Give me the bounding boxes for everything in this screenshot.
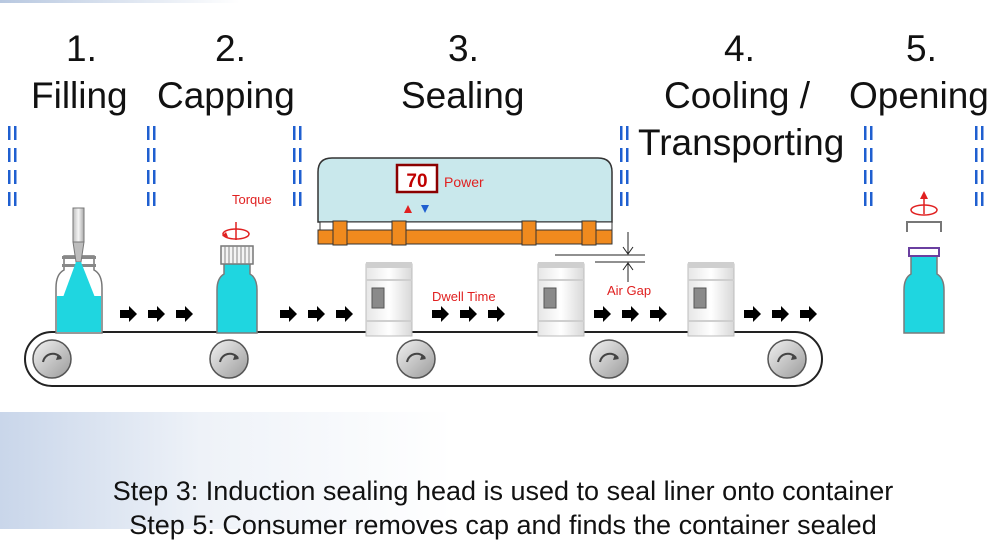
flow-arrow-icon (800, 306, 817, 322)
flow-arrow-icon (432, 306, 449, 322)
power-up-arrow-icon (404, 205, 412, 213)
step-5-number: 5. (906, 28, 937, 69)
conveyor-roller (209, 339, 249, 379)
conveyor-roller (767, 339, 807, 379)
capping-bottle (216, 245, 258, 334)
torque-rotation-icon (222, 222, 250, 240)
power-down-arrow-icon (421, 205, 429, 213)
air-gap-label: Air Gap (607, 283, 651, 298)
conveyor-roller (589, 339, 629, 379)
step-4-name-line2: Transporting (638, 122, 845, 163)
sealed-container (687, 261, 735, 337)
sealing-head (317, 157, 613, 246)
filling-nozzle (62, 207, 96, 300)
step-2-number: 2. (215, 28, 246, 69)
section-divider-1 (8, 126, 17, 206)
flow-arrow-icon (772, 306, 789, 322)
caption-background (0, 412, 1006, 529)
flow-arrow-icon (308, 306, 325, 322)
flow-arrow-icon (460, 306, 477, 322)
step-3-name: Sealing (401, 75, 525, 116)
flow-arrow-icon (148, 306, 165, 322)
process-diagram: Torque 70 Power Dwell Time Air Gap (8, 126, 984, 387)
flow-arrow-icon (744, 306, 761, 322)
section-divider-2 (147, 126, 156, 206)
flow-arrow-icon (280, 306, 297, 322)
conveyor-roller (396, 339, 436, 379)
sealed-container (537, 261, 585, 337)
sealed-container (365, 261, 413, 337)
section-divider-3 (293, 126, 302, 206)
flow-arrow-icon (622, 306, 639, 322)
torque-label: Torque (232, 192, 272, 207)
conveyor-belt (24, 331, 823, 387)
flow-arrow-icon (594, 306, 611, 322)
power-value: 70 (406, 171, 427, 192)
power-display: 70 (395, 163, 439, 194)
step-4-number: 4. (724, 28, 755, 69)
power-label: Power (444, 174, 484, 190)
conveyor-roller (32, 339, 72, 379)
unscrew-rotation-icon (910, 191, 938, 216)
air-gap-indicator (555, 232, 645, 282)
step-2-name: Capping (157, 75, 295, 116)
section-divider-5 (864, 126, 873, 206)
step-1-number: 1. (66, 28, 97, 69)
top-accent-bar (0, 0, 240, 3)
flow-arrow-icon (650, 306, 667, 322)
section-divider-4 (620, 126, 629, 206)
removed-cap (906, 221, 942, 232)
step-4-name: Cooling / (664, 75, 811, 116)
step-1-name: Filling (31, 75, 128, 116)
flow-arrow-icon (488, 306, 505, 322)
opened-bottle (903, 247, 945, 334)
step-3-number: 3. (448, 28, 479, 69)
flow-arrow-icon (120, 306, 137, 322)
flow-arrow-icon (336, 306, 353, 322)
caption-step-5: Step 5: Consumer removes cap and finds t… (129, 510, 877, 540)
caption-step-3: Step 3: Induction sealing head is used t… (112, 476, 894, 506)
section-divider-6 (975, 126, 984, 206)
dwell-time-label: Dwell Time (432, 289, 496, 304)
flow-arrow-icon (176, 306, 193, 322)
step-5-name: Opening (849, 75, 989, 116)
